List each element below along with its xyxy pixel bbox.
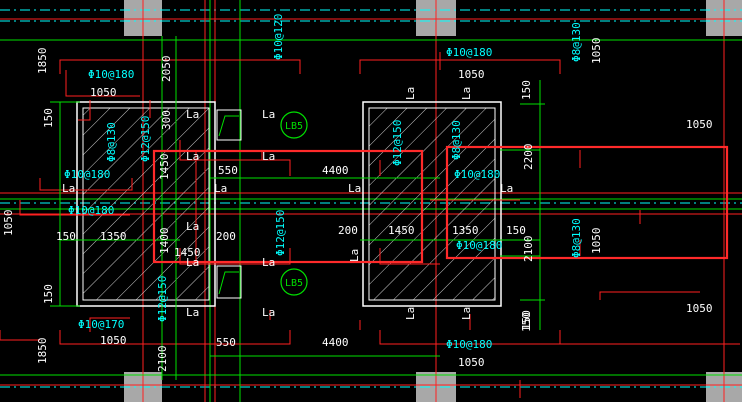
anchorage-label: La <box>214 182 227 195</box>
dimension-label: 1050 <box>2 210 15 237</box>
dimension-label: 4400 <box>322 336 349 349</box>
anchorage-label: La <box>460 307 473 320</box>
wall-openings <box>216 109 242 299</box>
rebar-label: Φ8@130 <box>570 218 583 258</box>
dimension-label: 550 <box>218 164 238 177</box>
rebar-label: Φ8@130 <box>105 122 118 162</box>
anchorage-label: La <box>348 249 361 262</box>
dimension-label: 150 <box>520 312 533 332</box>
anchorage-label: La <box>348 182 361 195</box>
anchorage-label: La <box>186 220 199 233</box>
rebar-label: Φ10@180 <box>64 168 110 181</box>
anchorage-label: La <box>500 182 513 195</box>
dimension-label: 1350 <box>452 224 479 237</box>
dimension-label: 150 <box>42 284 55 304</box>
rebar-label: Φ10@180 <box>446 46 492 59</box>
dimension-label: 2200 <box>522 144 535 171</box>
rebar-label: Φ10@180 <box>454 168 500 181</box>
opening-mark <box>218 115 239 137</box>
anchorage-label: La <box>460 87 473 100</box>
pile-cap-middle-hatch <box>368 107 496 301</box>
anchorage-label: La <box>186 150 199 163</box>
dimension-label: 1050 <box>686 118 713 131</box>
rebar-label: Φ8@130 <box>570 22 583 62</box>
pile-cap-left <box>76 101 216 307</box>
anchorage-label: La <box>262 256 275 269</box>
slab-label: LB5 <box>285 278 303 289</box>
dimension-label: 150 <box>42 108 55 128</box>
anchorage-label: La <box>186 256 199 269</box>
dimension-label: 1400 <box>158 228 171 255</box>
dimension-label: 300 <box>160 110 173 130</box>
rebar-label: Φ10@180 <box>456 239 502 252</box>
dimension-lines <box>0 36 742 380</box>
pile-cap-middle <box>362 101 502 307</box>
slab-label-circle <box>280 268 308 296</box>
rebar-annotations: Φ10@180 Φ10@120 Φ10@180 Φ8@130 Φ12@150 Φ… <box>64 14 583 351</box>
dimension-label: 2100 <box>522 236 535 263</box>
rebar-label: Φ12@150 <box>274 210 287 256</box>
anchorage-label: La <box>404 307 417 320</box>
anchorage-label: La <box>262 108 275 121</box>
rebar-label: Φ12@150 <box>139 116 152 162</box>
dimension-label: 1050 <box>90 86 117 99</box>
slab-labels: LB5 LB5 <box>280 111 308 296</box>
dimension-label: 1050 <box>458 68 485 81</box>
pile-cap-left-hatch <box>82 107 210 301</box>
dimension-label: 2100 <box>156 346 169 373</box>
opening-mark <box>218 271 239 295</box>
dimension-label: 1450 <box>158 154 171 181</box>
pile-caps <box>76 101 502 307</box>
selection-box-left[interactable] <box>152 149 424 264</box>
dimension-label: 1050 <box>100 334 127 347</box>
dimension-label: 4400 <box>322 164 349 177</box>
rebar-label: Φ12@150 <box>156 276 169 322</box>
rebar-label: Φ10@120 <box>272 14 285 60</box>
rebar-label: Φ8@130 <box>450 120 463 160</box>
opening-upper <box>216 109 242 141</box>
rebar-lines <box>0 52 740 398</box>
selection-box-right[interactable] <box>445 145 729 260</box>
dimension-label: 1050 <box>686 302 713 315</box>
dimension-label: 1050 <box>590 38 603 65</box>
anchorage-label: La <box>186 108 199 121</box>
dimension-label: 1050 <box>590 228 603 255</box>
rebar-label: Φ10@180 <box>446 338 492 351</box>
dimension-annotations: 1850 2050 1050 1050 1050 150 300 1450 55… <box>2 38 713 373</box>
dimension-label: 150 <box>520 80 533 100</box>
anchorage-label: La <box>62 182 75 195</box>
anchorage-label: La <box>262 306 275 319</box>
rebar-label: Φ10@170 <box>78 318 124 331</box>
anchorage-label: La <box>186 306 199 319</box>
slab-label-circle <box>280 111 308 139</box>
rebar-label: Φ10@180 <box>88 68 134 81</box>
dimension-label: 200 <box>338 224 358 237</box>
anchorage-label: La <box>404 87 417 100</box>
dimension-label: 550 <box>216 336 236 349</box>
dimension-label: 1850 <box>36 338 49 365</box>
dimension-label: 1350 <box>100 230 127 243</box>
dimension-label: 150 <box>520 310 533 330</box>
slab-label: LB5 <box>285 121 303 132</box>
dimension-label: 150 <box>506 224 526 237</box>
dimension-label: 2050 <box>160 56 173 83</box>
dimension-label: 1850 <box>36 48 49 75</box>
anchorage-labels: La La La La La La La La La La La La La L… <box>62 87 513 320</box>
dimension-label: 1450 <box>174 246 201 259</box>
selection-boxes[interactable] <box>152 145 729 264</box>
rebar-label: Φ12@150 <box>391 120 404 166</box>
opening-lower <box>216 265 242 299</box>
anchorage-label: La <box>262 150 275 163</box>
rebar-label: Φ10@180 <box>68 204 114 217</box>
dimension-label: 150 <box>56 230 76 243</box>
dimension-label: 1450 <box>388 224 415 237</box>
dimension-label: 1050 <box>458 356 485 369</box>
dimension-label: 200 <box>216 230 236 243</box>
